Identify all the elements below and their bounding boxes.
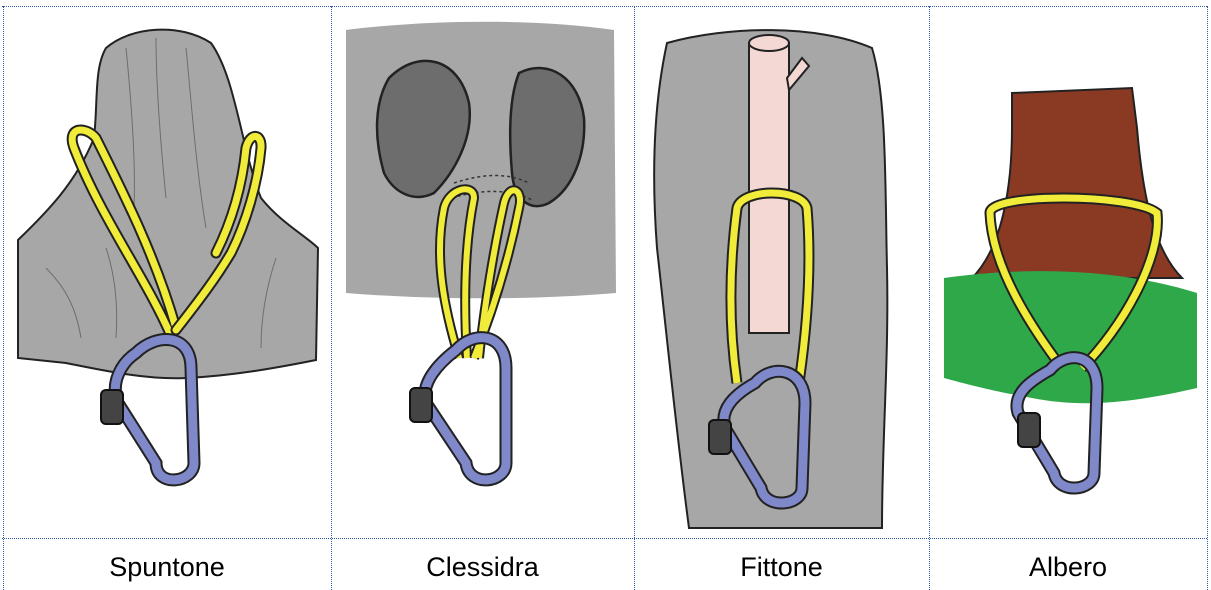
grid-line-v3: [929, 6, 930, 590]
label-albero: Albero: [929, 544, 1207, 590]
screw-gate: [1018, 413, 1040, 447]
screw-gate: [101, 390, 123, 424]
grid-line-v2: [634, 6, 635, 590]
grass: [944, 271, 1197, 403]
grid-line-v1: [331, 6, 332, 590]
label-clessidra: Clessidra: [331, 544, 634, 590]
label-spuntone: Spuntone: [3, 544, 331, 590]
screw-gate: [410, 388, 432, 422]
grid-line-v4: [1207, 6, 1208, 590]
grid-line-middle: [2, 538, 1207, 539]
label-fittone: Fittone: [634, 544, 929, 590]
clessidra-illustration: [334, 8, 632, 536]
screw-gate: [709, 420, 731, 454]
albero-illustration: [932, 8, 1204, 536]
spuntone-illustration: [6, 8, 328, 536]
grid-line-v0: [3, 6, 4, 590]
fittone-illustration: [637, 8, 927, 536]
grid-line-top: [2, 6, 1207, 7]
